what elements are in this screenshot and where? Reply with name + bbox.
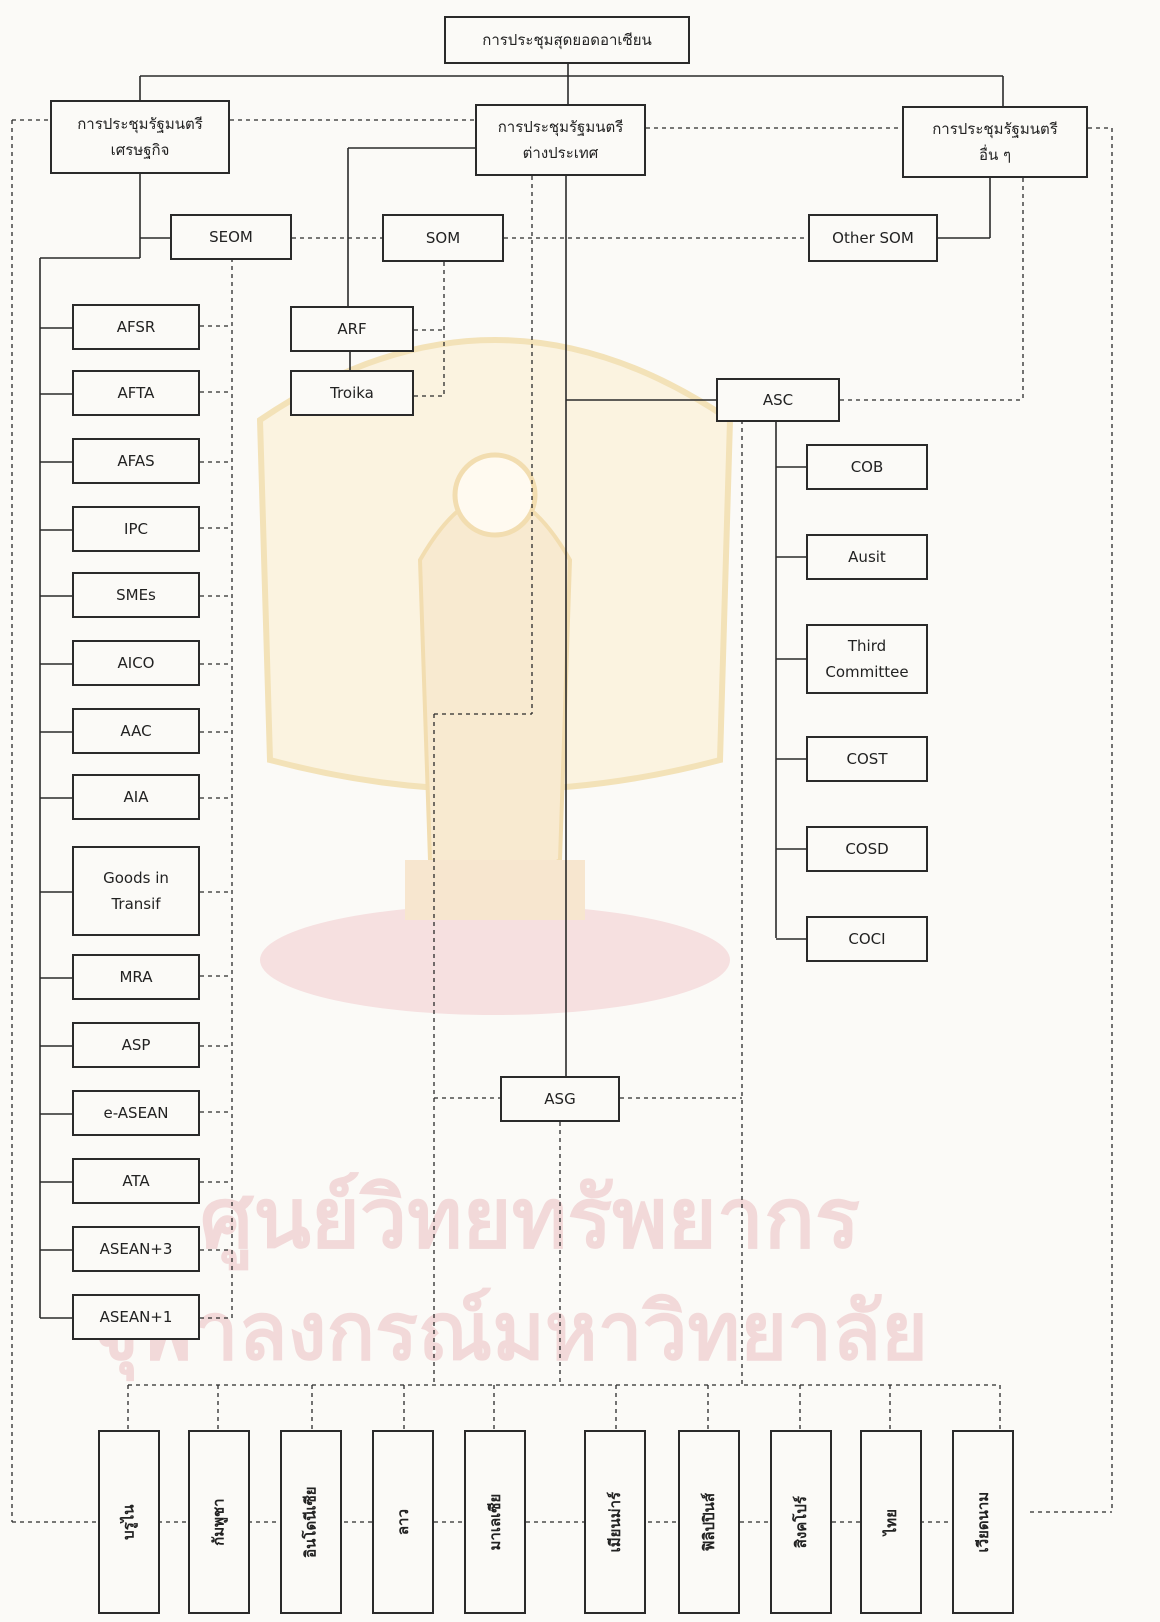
seom-box: SEOM: [170, 214, 292, 260]
asg-label: ASG: [544, 1086, 575, 1112]
asc-child-3-label-1: Third: [848, 633, 886, 659]
country-box-7: ฟิลิปปินส์: [678, 1430, 740, 1614]
country-box-4: ลาว: [372, 1430, 434, 1614]
country-box-2: กัมพูชา: [188, 1430, 250, 1614]
country-box-3: อินโดนีเซีย: [280, 1430, 342, 1614]
asc-child-3-label-2: Committee: [825, 659, 908, 685]
seom-child-box-11: ASP: [72, 1022, 200, 1068]
seom-child-12-label: e-ASEAN: [103, 1100, 168, 1126]
seom-child-15-label: ASEAN+1: [100, 1304, 173, 1330]
seom-child-box-13: ATA: [72, 1158, 200, 1204]
seom-child-6-label: AICO: [118, 650, 155, 676]
foreign-ministers-line-2: ต่างประเทศ: [523, 140, 599, 166]
asc-child-6-label: COCI: [848, 926, 885, 952]
foreign-ministers-box: การประชุมรัฐมนตรี ต่างประเทศ: [475, 104, 646, 176]
country-label: มาเลเซีย: [482, 1494, 508, 1551]
troika-label: Troika: [330, 380, 374, 406]
country-box-6: เมียนม่าร์: [584, 1430, 646, 1614]
seom-child-10-label: MRA: [119, 964, 152, 990]
seom-child-9-label-2: Transif: [111, 891, 160, 917]
asc-child-box-6: COCI: [806, 916, 928, 962]
seom-child-14-label: ASEAN+3: [100, 1236, 173, 1262]
country-label: ลาว: [390, 1509, 416, 1535]
other-ministers-line-1: การประชุมรัฐมนตรี: [932, 116, 1058, 142]
seom-child-box-5: SMEs: [72, 572, 200, 618]
seom-child-2-label: AFTA: [118, 380, 155, 406]
country-box-1: บรูไน: [98, 1430, 160, 1614]
asc-child-box-2: Ausit: [806, 534, 928, 580]
foreign-ministers-line-1: การประชุมรัฐมนตรี: [498, 114, 624, 140]
country-box-5: มาเลเซีย: [464, 1430, 526, 1614]
other-ministers-line-2: อื่น ๆ: [979, 142, 1011, 168]
seom-label: SEOM: [209, 224, 253, 250]
seom-child-box-6: AICO: [72, 640, 200, 686]
asc-child-box-1: COB: [806, 444, 928, 490]
seom-child-3-label: AFAS: [117, 448, 154, 474]
summit-label: การประชุมสุดยอดอาเซียน: [482, 27, 651, 53]
country-box-9: ไทย: [860, 1430, 922, 1614]
asc-child-2-label: Ausit: [848, 544, 886, 570]
seom-child-8-label: AIA: [124, 784, 149, 810]
other-som-box: Other SOM: [808, 214, 938, 262]
seom-child-box-7: AAC: [72, 708, 200, 754]
seom-child-1-label: AFSR: [117, 314, 156, 340]
seom-child-7-label: AAC: [120, 718, 151, 744]
seom-child-box-15: ASEAN+1: [72, 1294, 200, 1340]
seom-child-box-2: AFTA: [72, 370, 200, 416]
country-box-10: เวียดนาม: [952, 1430, 1014, 1614]
seom-child-box-14: ASEAN+3: [72, 1226, 200, 1272]
asc-label: ASC: [763, 387, 793, 413]
som-box: SOM: [382, 214, 504, 262]
country-label: กัมพูชา: [206, 1498, 232, 1545]
seom-child-11-label: ASP: [122, 1032, 151, 1058]
country-label: เวียดนาม: [970, 1492, 996, 1553]
summit-box: การประชุมสุดยอดอาเซียน: [444, 16, 690, 64]
asc-child-1-label: COB: [851, 454, 884, 480]
country-label: ฟิลิปปินส์: [696, 1493, 722, 1551]
country-label: สิงคโปร์: [788, 1496, 814, 1548]
asc-child-box-4: COST: [806, 736, 928, 782]
seom-child-box-3: AFAS: [72, 438, 200, 484]
country-label: ไทย: [878, 1509, 904, 1535]
other-som-label: Other SOM: [832, 225, 914, 251]
arf-label: ARF: [337, 316, 366, 342]
asc-child-4-label: COST: [847, 746, 888, 772]
arf-box: ARF: [290, 306, 414, 352]
seom-child-13-label: ATA: [122, 1168, 149, 1194]
seom-child-box-1: AFSR: [72, 304, 200, 350]
asc-child-5-label: COSD: [845, 836, 888, 862]
asc-child-box-5: COSD: [806, 826, 928, 872]
country-label: บรูไน: [116, 1504, 142, 1539]
seom-child-box-10: MRA: [72, 954, 200, 1000]
asg-box: ASG: [500, 1076, 620, 1122]
som-label: SOM: [426, 225, 460, 251]
troika-box: Troika: [290, 370, 414, 416]
country-label: อินโดนีเซีย: [298, 1486, 324, 1557]
country-label: เมียนม่าร์: [602, 1492, 628, 1552]
economic-ministers-line-2: เศรษฐกิจ: [111, 137, 170, 163]
seom-child-9-label-1: Goods in: [103, 865, 169, 891]
asc-box: ASC: [716, 378, 840, 422]
seom-child-box-8: AIA: [72, 774, 200, 820]
seom-child-4-label: IPC: [124, 516, 148, 542]
seom-child-5-label: SMEs: [116, 582, 156, 608]
economic-ministers-box: การประชุมรัฐมนตรี เศรษฐกิจ: [50, 100, 230, 174]
country-box-8: สิงคโปร์: [770, 1430, 832, 1614]
other-ministers-box: การประชุมรัฐมนตรี อื่น ๆ: [902, 106, 1088, 178]
economic-ministers-line-1: การประชุมรัฐมนตรี: [77, 111, 203, 137]
seom-child-box-12: e-ASEAN: [72, 1090, 200, 1136]
seom-child-box-4: IPC: [72, 506, 200, 552]
